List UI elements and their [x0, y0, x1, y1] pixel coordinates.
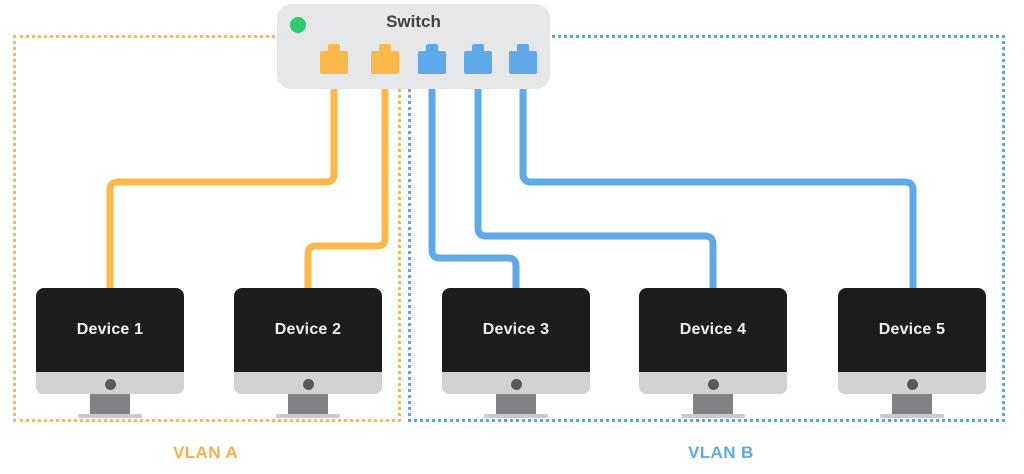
device-1[interactable]: Device 1 [36, 288, 184, 420]
device-4[interactable]: Device 4 [639, 288, 787, 420]
port-3-connector-icon[interactable] [418, 44, 446, 74]
status-led-icon [290, 17, 306, 33]
device-5-stand-neck [892, 394, 932, 414]
device-4-label: Device 4 [679, 321, 747, 338]
device-3-stand-neck [496, 394, 536, 414]
device-4-stand-neck [693, 394, 733, 414]
device-2-label: Device 2 [274, 321, 342, 338]
cable-port1-device1 [106, 70, 338, 292]
device-4-stand-base [681, 414, 745, 418]
port-4-tab [472, 44, 484, 53]
device-5[interactable]: Device 5 [838, 288, 986, 420]
device-2-stand-base [276, 414, 340, 418]
device-2-camera-icon [303, 379, 314, 390]
vlan-a-label: VLAN A [173, 443, 239, 462]
device-4-screen: Device 4 [639, 288, 787, 372]
device-3-stand-base [484, 414, 548, 418]
device-5-label: Device 5 [878, 321, 946, 338]
device-3-camera-icon [511, 379, 522, 390]
device-5-stand-base [880, 414, 944, 418]
switch-label: Switch [386, 12, 441, 31]
port-2-connector-icon[interactable] [371, 44, 399, 74]
port-1-connector-icon[interactable] [320, 44, 348, 74]
device-1-stand-neck [90, 394, 130, 414]
vlan-b-label: VLAN B [688, 443, 754, 462]
port-5-tab [517, 44, 529, 53]
port-2-body [371, 51, 399, 74]
port-4-connector-icon[interactable] [464, 44, 492, 74]
device-1-camera-icon [105, 379, 116, 390]
device-3-label: Device 3 [482, 321, 550, 338]
cable-port2-device2 [304, 70, 389, 292]
device-3-screen: Device 3 [442, 288, 590, 372]
device-1-label: Device 1 [76, 321, 144, 338]
cable-port5-device5 [519, 70, 917, 292]
device-5-camera-icon [907, 379, 918, 390]
device-1-screen: Device 1 [36, 288, 184, 372]
vlan-a-boundary [13, 35, 401, 422]
device-2-screen: Device 2 [234, 288, 382, 372]
port-2-tab [379, 44, 391, 53]
network-switch[interactable]: Switch [277, 4, 550, 89]
port-5-body [509, 51, 537, 74]
port-3-body [418, 51, 446, 74]
device-2-stand-neck [288, 394, 328, 414]
port-1-tab [328, 44, 340, 53]
port-5-connector-icon[interactable] [509, 44, 537, 74]
device-3[interactable]: Device 3 [442, 288, 590, 420]
port-1-body [320, 51, 348, 74]
port-3-tab [426, 44, 438, 53]
device-4-camera-icon [708, 379, 719, 390]
port-4-body [464, 51, 492, 74]
device-1-stand-base [78, 414, 142, 418]
cable-port4-device4 [474, 70, 717, 292]
device-2[interactable]: Device 2 [234, 288, 382, 420]
vlan-b-boundary [408, 35, 1005, 422]
device-5-screen: Device 5 [838, 288, 986, 372]
cable-port3-device3 [428, 70, 520, 292]
